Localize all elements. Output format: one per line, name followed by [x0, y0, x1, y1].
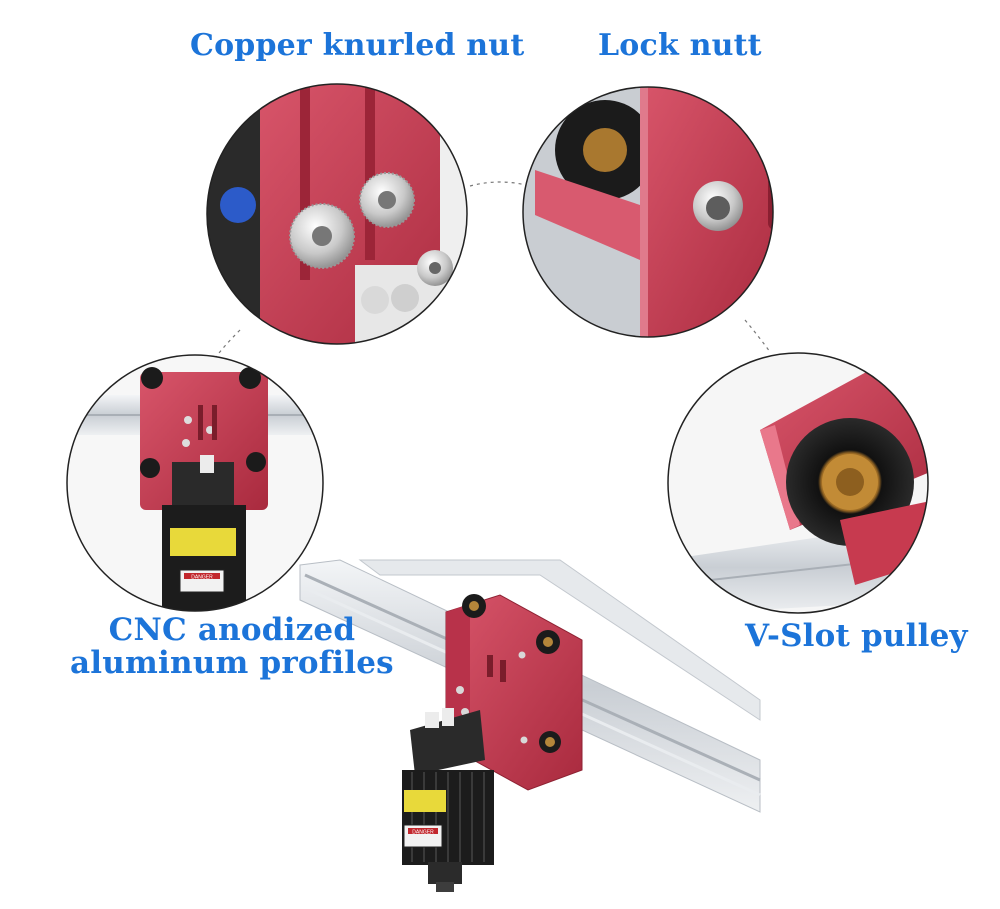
- danger-label-main: DANGER: [412, 830, 434, 836]
- detail-cnc-aluminum-profiles: DANGER: [66, 354, 324, 612]
- label-lock-nut: Lock nutt: [598, 28, 762, 63]
- detail-lock-nut: [522, 86, 774, 338]
- detail-copper-knurled-nut: [206, 83, 468, 345]
- label-v-slot-pulley: V-Slot pulley: [745, 618, 968, 654]
- danger-label-detail: DANGER: [191, 575, 213, 581]
- label-cnc-line2: aluminum profiles: [70, 644, 394, 681]
- connector-lines: [214, 181, 771, 359]
- detail-v-slot-pulley: [667, 352, 929, 614]
- label-copper-knurled-nut: Copper knurled nut: [190, 28, 525, 63]
- main-assembly: DANGER: [299, 559, 761, 892]
- label-cnc-line1: CNC anodized: [108, 612, 356, 648]
- label-cnc-aluminum-profiles: CNC anodized aluminum profiles: [70, 614, 394, 679]
